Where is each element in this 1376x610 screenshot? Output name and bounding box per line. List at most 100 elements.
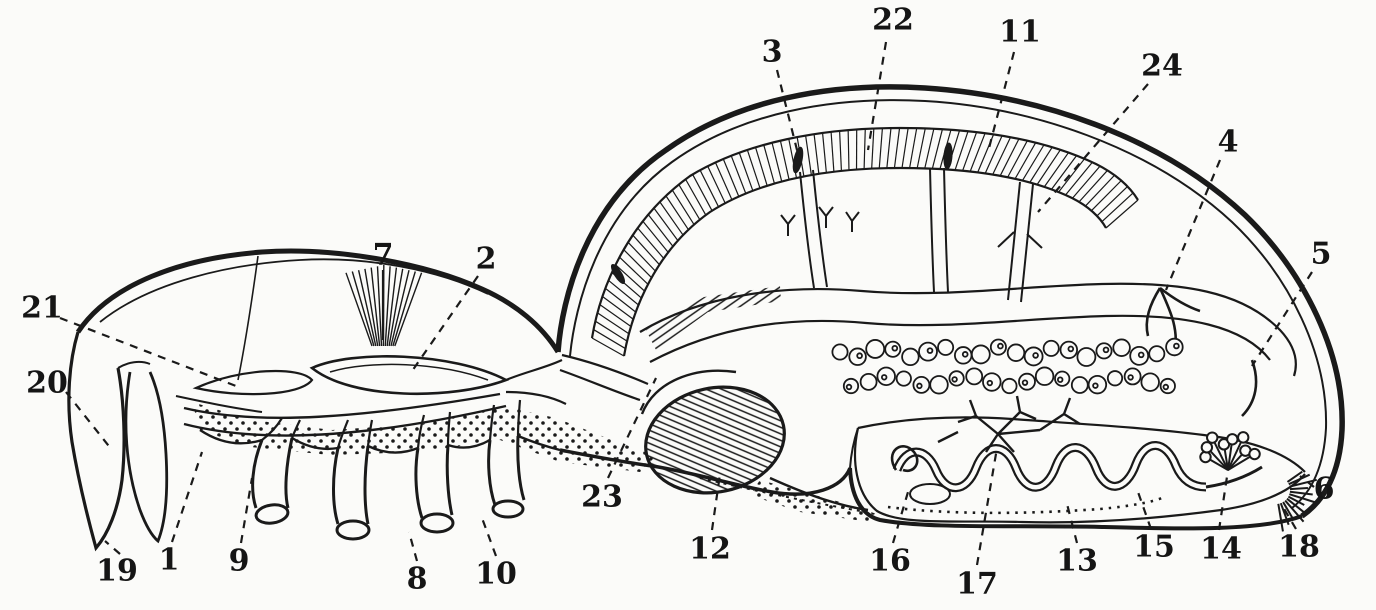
leader-line-4 [1164,159,1222,291]
leader-line-8 [407,531,419,562]
label-6: 6 [1314,472,1335,507]
vessel-branch-left [1145,287,1162,337]
canal-hatched-wall [646,286,781,350]
cavity-bottom-edge [853,427,1306,524]
oesophagus-upper [561,353,649,386]
leg-4-tip [491,499,525,519]
muscle-strands [780,167,1043,303]
label-3: 3 [762,35,783,70]
leg-2-tip [335,519,371,541]
label-18: 18 [1278,530,1320,565]
strand-1b [812,169,828,288]
appendages [199,399,561,541]
label-24: 24 [1141,49,1183,84]
mantle-band-inner-edge [622,166,1107,357]
stipple-region [192,402,880,522]
leg-2 [332,445,370,525]
head-internal-line [237,255,259,381]
leg-tube-1 [261,417,301,441]
leader-line-6 [1299,475,1315,488]
leader-line-19 [104,540,121,555]
leg-1 [251,437,294,509]
leg-tube-3 [416,411,452,449]
oesophagus-lower [559,368,641,402]
head-region [67,248,561,552]
gut-coil [890,445,919,473]
stipple-band [192,402,656,472]
setae-fringe [1277,470,1317,532]
label-16: 16 [869,544,911,579]
lens-organ [309,355,510,396]
muscle-fan [345,264,423,347]
label-9: 9 [229,544,250,579]
leader-line-14 [1217,469,1230,531]
intestine-lumen [894,443,1207,490]
trunk-bottom-line [848,467,1303,531]
leader-line-21 [59,316,237,388]
leader-line-5 [1251,271,1313,367]
pore-slit-2 [943,142,953,170]
lens-inner-line [329,363,489,381]
leg-3 [414,444,454,519]
label-15: 15 [1133,530,1175,565]
label-20: 20 [26,366,68,401]
leader-line-18 [1282,506,1297,530]
cavity-dotted-floor [887,496,1163,515]
muscle-mass-oval [644,385,786,495]
leader-line-17 [975,447,999,566]
leader-line-13 [1064,499,1079,544]
adductor-muscle [640,369,869,512]
underside-scallops [199,429,561,454]
leader-line-10 [480,517,498,557]
strand-3b [1020,183,1034,303]
label-10: 10 [475,557,517,592]
label-22: 22 [872,3,914,38]
pharynx-upper-tube [183,392,501,419]
alimentary-canal [559,282,1297,402]
strand-2a [929,167,935,293]
leader-line-15 [1136,491,1153,530]
label-23: 23 [581,480,623,515]
label-5: 5 [1311,237,1332,272]
mantle-band [590,126,1139,357]
label-17: 17 [956,567,998,602]
strand-2b [943,167,949,293]
leader-line-22 [866,41,888,151]
label-12: 12 [689,532,731,567]
nerve-fork-2 [818,206,834,228]
leg-tube-4 [488,399,522,441]
label-8: 8 [407,562,428,597]
pore-slit-3 [610,263,626,285]
strand-1a [799,171,815,289]
muscle-to-cavity-line [769,476,869,512]
rostrum-lobe-2 [124,371,169,544]
head-dome-outline [75,248,561,354]
ovary-cell-rows [831,337,1184,395]
lobe-bridge-line [117,360,151,369]
leader-line-23 [607,377,657,479]
leg-1-tip [254,503,290,525]
carapace-inner-line [569,99,1328,509]
branched-gland [937,395,1081,453]
leader-line-2 [409,275,479,375]
leader-line-20 [65,391,113,451]
strand-branch-2 [1026,233,1043,249]
lens-to-neck-lower [505,390,567,405]
rectum [1205,465,1263,489]
leader-line-12 [710,473,722,531]
vessel-branch-right [1159,286,1201,313]
pharynx-lower-tube [183,404,507,437]
label-4: 4 [1218,125,1239,160]
muscle-cap-line [640,369,737,415]
mouthparts [175,355,567,437]
label-7: 7 [373,238,394,273]
label-13: 13 [1056,544,1098,579]
stipple-band-2 [750,480,880,522]
label-2: 2 [476,242,497,277]
label-21: 21 [21,291,63,326]
canal-lower-line [649,314,1271,363]
head-dome-inner-line [99,258,489,323]
leg-4 [487,435,526,506]
